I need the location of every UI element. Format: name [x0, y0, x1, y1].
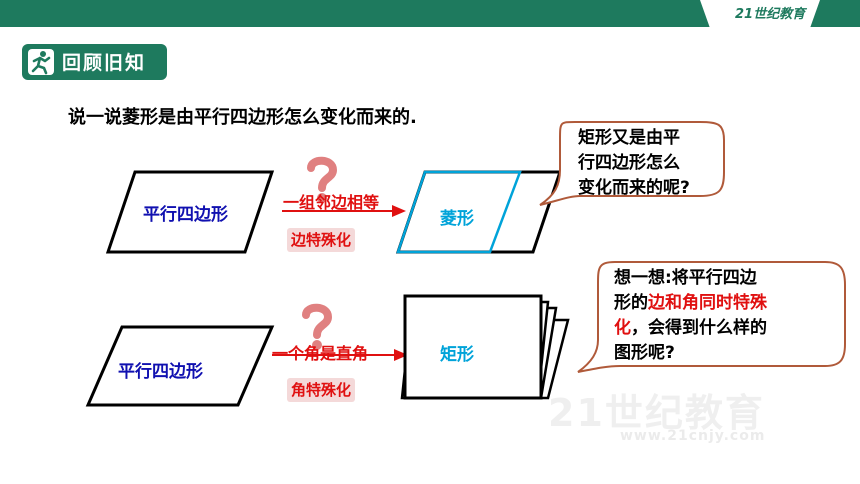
- speech-bubble-1: [539, 121, 725, 206]
- parallelogram-1: [105, 170, 275, 254]
- parallelogram-2-label: 平行四边形: [118, 362, 203, 382]
- runner-icon: [28, 49, 54, 75]
- watermark-logo: 21世纪教育: [548, 391, 765, 435]
- brand-logo: 21世纪教育: [735, 7, 806, 22]
- rectangle-label: 矩形: [440, 345, 474, 365]
- rhombus-label: 菱形: [440, 209, 474, 229]
- bubble-1-text: 矩形又是由平 行四边形怎么 变化而来的呢?: [578, 128, 690, 198]
- question-mark-icon: [302, 303, 333, 350]
- main-question: 说一说菱形是由平行四边形怎么变化而来的.: [68, 107, 417, 128]
- row2-condition: 一个角是直角: [272, 344, 369, 363]
- row1-condition: 一组邻边相等: [283, 193, 380, 212]
- rhombus-shape: [396, 170, 522, 254]
- row2-tag: 角特殊化: [287, 378, 356, 402]
- arrow-2-head: [394, 349, 408, 361]
- watermark-url: www.21cnjy.com: [620, 428, 766, 444]
- section-badge: 回顾旧知: [22, 44, 167, 80]
- question-mark-icon: [307, 156, 338, 203]
- rectangle-shape: [403, 294, 543, 400]
- header-logo-area: [700, 0, 820, 27]
- bubble-2-text: 想一想:将平行四边 形的边和角同时特殊 化，会得到什么样的 图形呢?: [614, 268, 767, 363]
- arrow-1-head: [392, 205, 406, 217]
- section-title: 回顾旧知: [62, 52, 147, 74]
- row1-tag: 边特殊化: [287, 228, 356, 252]
- speech-bubble-2: [577, 261, 846, 373]
- parallelogram-target-1: [395, 170, 563, 254]
- parallelogram-1-label: 平行四边形: [143, 205, 228, 225]
- parallelogram-2: [85, 325, 275, 407]
